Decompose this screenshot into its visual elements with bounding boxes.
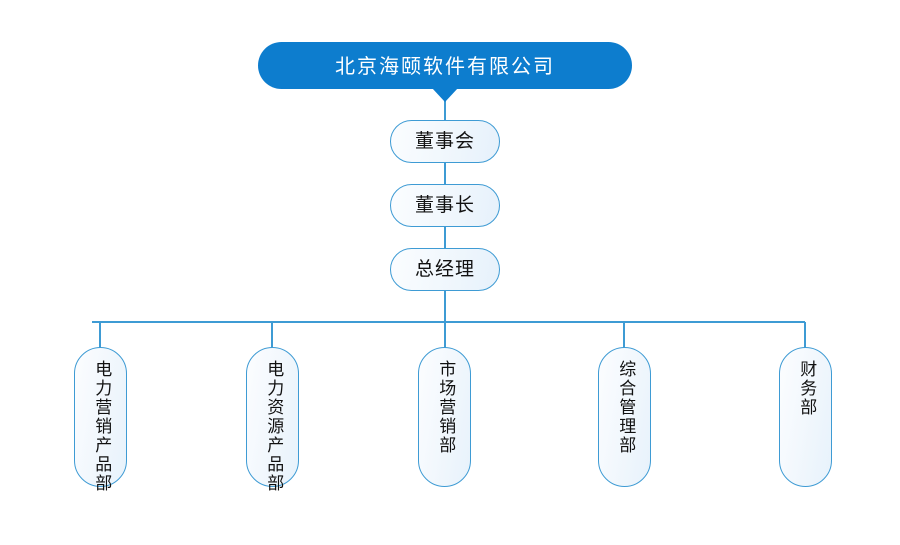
node-department-1-label: 电力资源产品部 (263, 360, 284, 493)
node-department-4[interactable]: 财务部 (779, 347, 832, 487)
node-department-4-label: 财务部 (796, 360, 817, 417)
node-department-0-label: 电力营销产品部 (91, 360, 112, 493)
node-general-manager[interactable]: 总经理 (390, 248, 500, 291)
node-company[interactable]: 北京海颐软件有限公司 (258, 42, 632, 89)
node-company-label: 北京海颐软件有限公司 (335, 53, 555, 78)
node-department-3[interactable]: 综合管理部 (598, 347, 651, 487)
node-board[interactable]: 董事会 (390, 120, 500, 163)
node-chairman[interactable]: 董事长 (390, 184, 500, 227)
node-department-1[interactable]: 电力资源产品部 (246, 347, 299, 493)
node-department-2[interactable]: 市场营销部 (418, 347, 471, 487)
node-department-2-label: 市场营销部 (435, 360, 456, 455)
node-department-0[interactable]: 电力营销产品部 (74, 347, 127, 493)
node-general-manager-label: 总经理 (414, 258, 475, 280)
company-notch-icon (432, 88, 458, 102)
node-board-label: 董事会 (414, 130, 475, 152)
node-department-3-label: 综合管理部 (615, 360, 636, 455)
node-chairman-label: 董事长 (414, 194, 475, 216)
